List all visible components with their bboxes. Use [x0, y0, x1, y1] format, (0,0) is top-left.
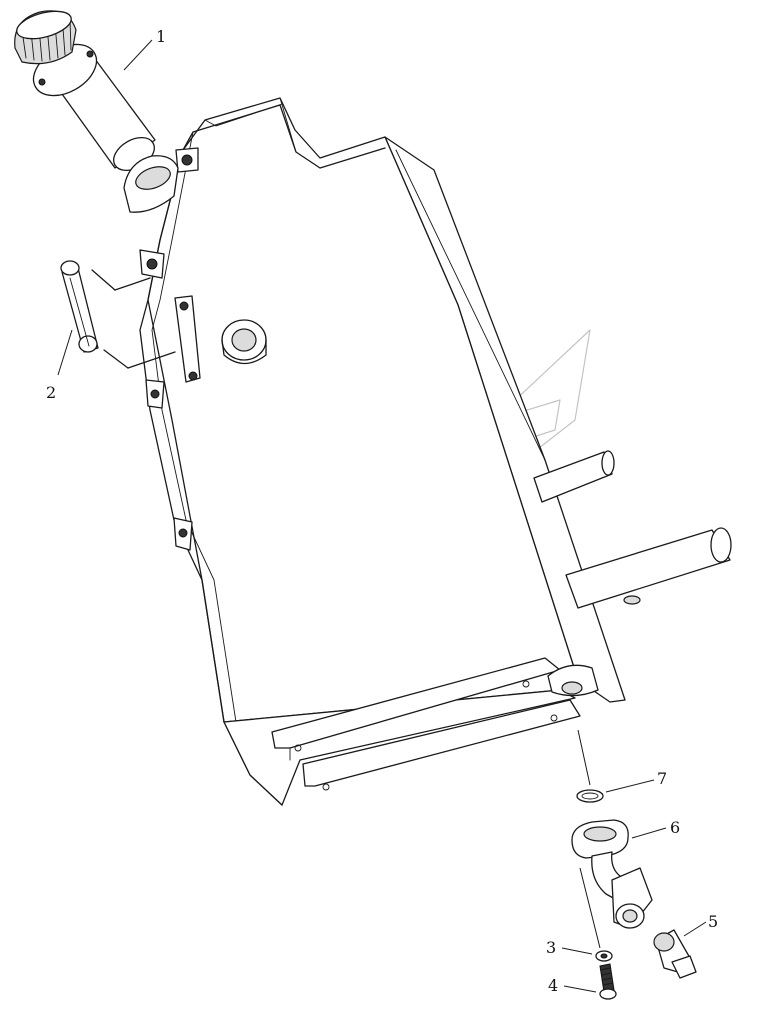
callout-5: 5	[708, 912, 718, 931]
filler-boss	[221, 319, 267, 365]
callout-7: 7	[657, 769, 667, 788]
part-5-adapter	[653, 929, 697, 979]
drain-boss	[547, 664, 599, 697]
tank-assembly	[139, 97, 626, 806]
leader-7	[605, 779, 655, 793]
leader-3	[561, 947, 593, 955]
side-pipe-lower	[565, 527, 732, 609]
side-pipe-upper	[533, 450, 615, 503]
mounting-bracket-3	[145, 379, 165, 409]
part-6-elbow-fitting	[571, 819, 653, 929]
part-4-bolt	[599, 963, 617, 1000]
callout-2: 2	[46, 383, 56, 402]
bottom-rail-upper	[271, 657, 561, 749]
leader-5	[683, 921, 707, 937]
callout-1: 1	[156, 27, 166, 46]
callout-4: 4	[548, 976, 558, 995]
mounting-bracket-4	[173, 517, 193, 551]
part-2-sight-gauge	[60, 260, 176, 369]
leader-2	[57, 329, 73, 376]
callout-6: 6	[670, 818, 680, 837]
tank-flange-rim	[182, 104, 386, 169]
leader-6	[631, 827, 667, 839]
gauge-mount-strap	[174, 295, 201, 383]
callout-3: 3	[546, 938, 556, 957]
leader-1	[123, 39, 153, 71]
mounting-bracket-2	[139, 249, 165, 279]
mounting-bracket-top	[175, 147, 199, 173]
part-7-o-ring	[576, 789, 604, 803]
bottom-rail-lower	[302, 699, 581, 787]
leader-4	[563, 985, 597, 993]
part-1-filler-cap	[14, 10, 179, 213]
part-3-washer	[595, 950, 613, 962]
